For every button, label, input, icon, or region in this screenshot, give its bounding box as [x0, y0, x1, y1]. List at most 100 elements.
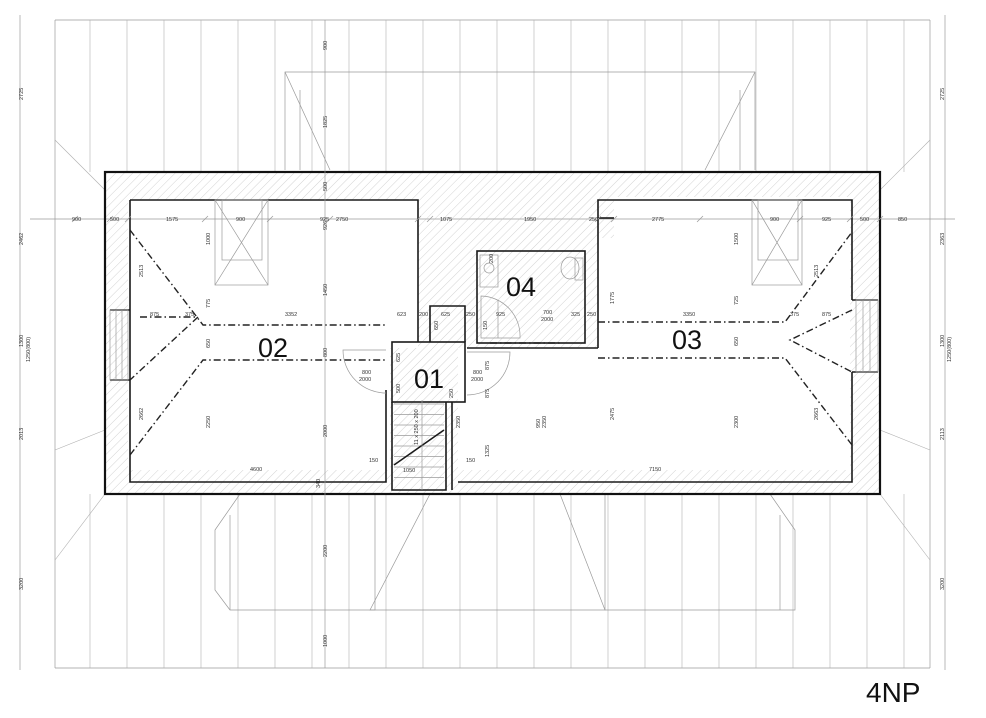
dimension-label: 1000	[206, 233, 212, 245]
gable-windows	[109, 299, 879, 381]
dimension-label: 500	[323, 182, 329, 191]
room-label-03: 03	[672, 325, 702, 355]
dim-tick	[201, 215, 209, 223]
stair-label: 11 x 250 x 200	[414, 409, 420, 445]
knee-wall-lines	[129, 229, 853, 456]
dimension-label: 2250	[206, 416, 212, 428]
dimension-label: 1250(800)	[947, 337, 953, 362]
dimension-label: 2725	[940, 88, 946, 100]
dimension-label: 900	[72, 217, 81, 223]
lower-dormers	[214, 493, 796, 611]
level-label: 4NP	[866, 677, 920, 708]
dimension-label: 2475	[610, 408, 616, 420]
dimension-label: 625	[396, 353, 402, 362]
dimension-label: 250	[449, 389, 455, 398]
room-label-02: 02	[258, 333, 288, 363]
dimension-label: 375	[790, 312, 799, 318]
dim-tick	[106, 215, 114, 223]
dimension-label: 650	[434, 321, 440, 330]
dimension-label: 500	[110, 217, 119, 223]
roof-windows	[214, 199, 803, 286]
dimension-label: 1250(800)	[26, 337, 32, 362]
vertical-centre-dimline	[324, 20, 423, 668]
dimension-label: 850	[898, 217, 907, 223]
door-label-h: 2000	[541, 317, 553, 323]
door-label-w: 800	[473, 370, 482, 376]
dimension-label: 2113	[940, 428, 946, 440]
door-labels: 800 2000 800 2000 700 2000	[359, 310, 553, 383]
dimension-label: 250	[589, 217, 598, 223]
dimension-label: 1325	[485, 445, 491, 457]
door-label-w: 800	[362, 370, 371, 376]
dimension-label: 4600	[250, 467, 262, 473]
dim-tick	[696, 215, 704, 223]
room-label-04: 04	[506, 272, 536, 302]
dimension-label: 1050	[403, 468, 415, 474]
dimension-label: 2513	[139, 265, 145, 277]
door-label-h: 2000	[359, 377, 371, 383]
roof-valleys	[54, 139, 931, 561]
dim-tick	[426, 215, 434, 223]
dim-tick	[796, 215, 804, 223]
outer-walls	[103, 170, 882, 496]
dimension-label: 3200	[19, 578, 25, 590]
dimension-label: 7150	[649, 467, 661, 473]
dimension-label: 2363	[940, 233, 946, 245]
stair-break-line	[393, 429, 445, 466]
dimension-label: 250	[466, 312, 475, 318]
door-swings	[342, 349, 511, 396]
dimension-label: 3200	[940, 578, 946, 590]
dimension-label: 2013	[19, 428, 25, 440]
dim-tick	[594, 215, 602, 223]
dimension-label: 1300	[940, 335, 946, 347]
dimension-label: 900	[236, 217, 245, 223]
dimension-label: 900	[770, 217, 779, 223]
dimension-label: 2462	[19, 233, 25, 245]
dim-tick	[71, 215, 79, 223]
dimension-label: 900	[323, 41, 329, 50]
dimension-label: 2300	[734, 416, 740, 428]
dim-tick	[846, 215, 854, 223]
dimension-label: 925	[822, 217, 831, 223]
stair-core-walls	[391, 305, 598, 491]
dimension-label: 325	[571, 312, 580, 318]
dimension-label: 1500	[734, 233, 740, 245]
dimension-label: 2513	[814, 265, 820, 277]
dimension-label: 2350	[542, 416, 548, 428]
dimension-label: 2350	[456, 416, 462, 428]
dimension-label: 650	[734, 337, 740, 346]
dimension-label: 2200	[323, 545, 329, 557]
dim-tick	[124, 215, 132, 223]
dimension-ticks	[71, 215, 884, 223]
dimension-label: 800	[323, 348, 329, 357]
upper-dormer	[284, 71, 756, 171]
dim-tick	[876, 215, 884, 223]
dimension-label: 250	[587, 312, 596, 318]
room-label-01: 01	[414, 364, 444, 394]
bathroom-04	[476, 250, 586, 344]
dimension-label: 3350	[683, 312, 695, 318]
dim-tick	[414, 215, 422, 223]
dim-tick	[266, 215, 274, 223]
dimension-label: 1575	[166, 217, 178, 223]
dimension-label: 500	[396, 384, 402, 393]
dimension-label: 1300	[19, 335, 25, 347]
dimension-label: 925	[320, 217, 329, 223]
dimension-label: 1950	[524, 217, 536, 223]
dimension-label: 650	[206, 339, 212, 348]
dimension-label: 500	[860, 217, 869, 223]
dimension-label: 925	[496, 312, 505, 318]
dimension-label: 1775	[610, 292, 616, 304]
dimension-label: 875	[822, 312, 831, 318]
dimension-label: 1000	[323, 635, 329, 647]
dimension-label: 3352	[285, 312, 297, 318]
dimension-label: 150	[369, 458, 378, 464]
dimension-label: 2725	[19, 88, 25, 100]
dimension-label: 775	[206, 299, 212, 308]
dimension-label: 2000	[323, 425, 329, 437]
dimension-label: 200	[489, 254, 495, 263]
dimension-label: 926	[323, 221, 329, 230]
dimension-label: 1450	[323, 284, 329, 296]
